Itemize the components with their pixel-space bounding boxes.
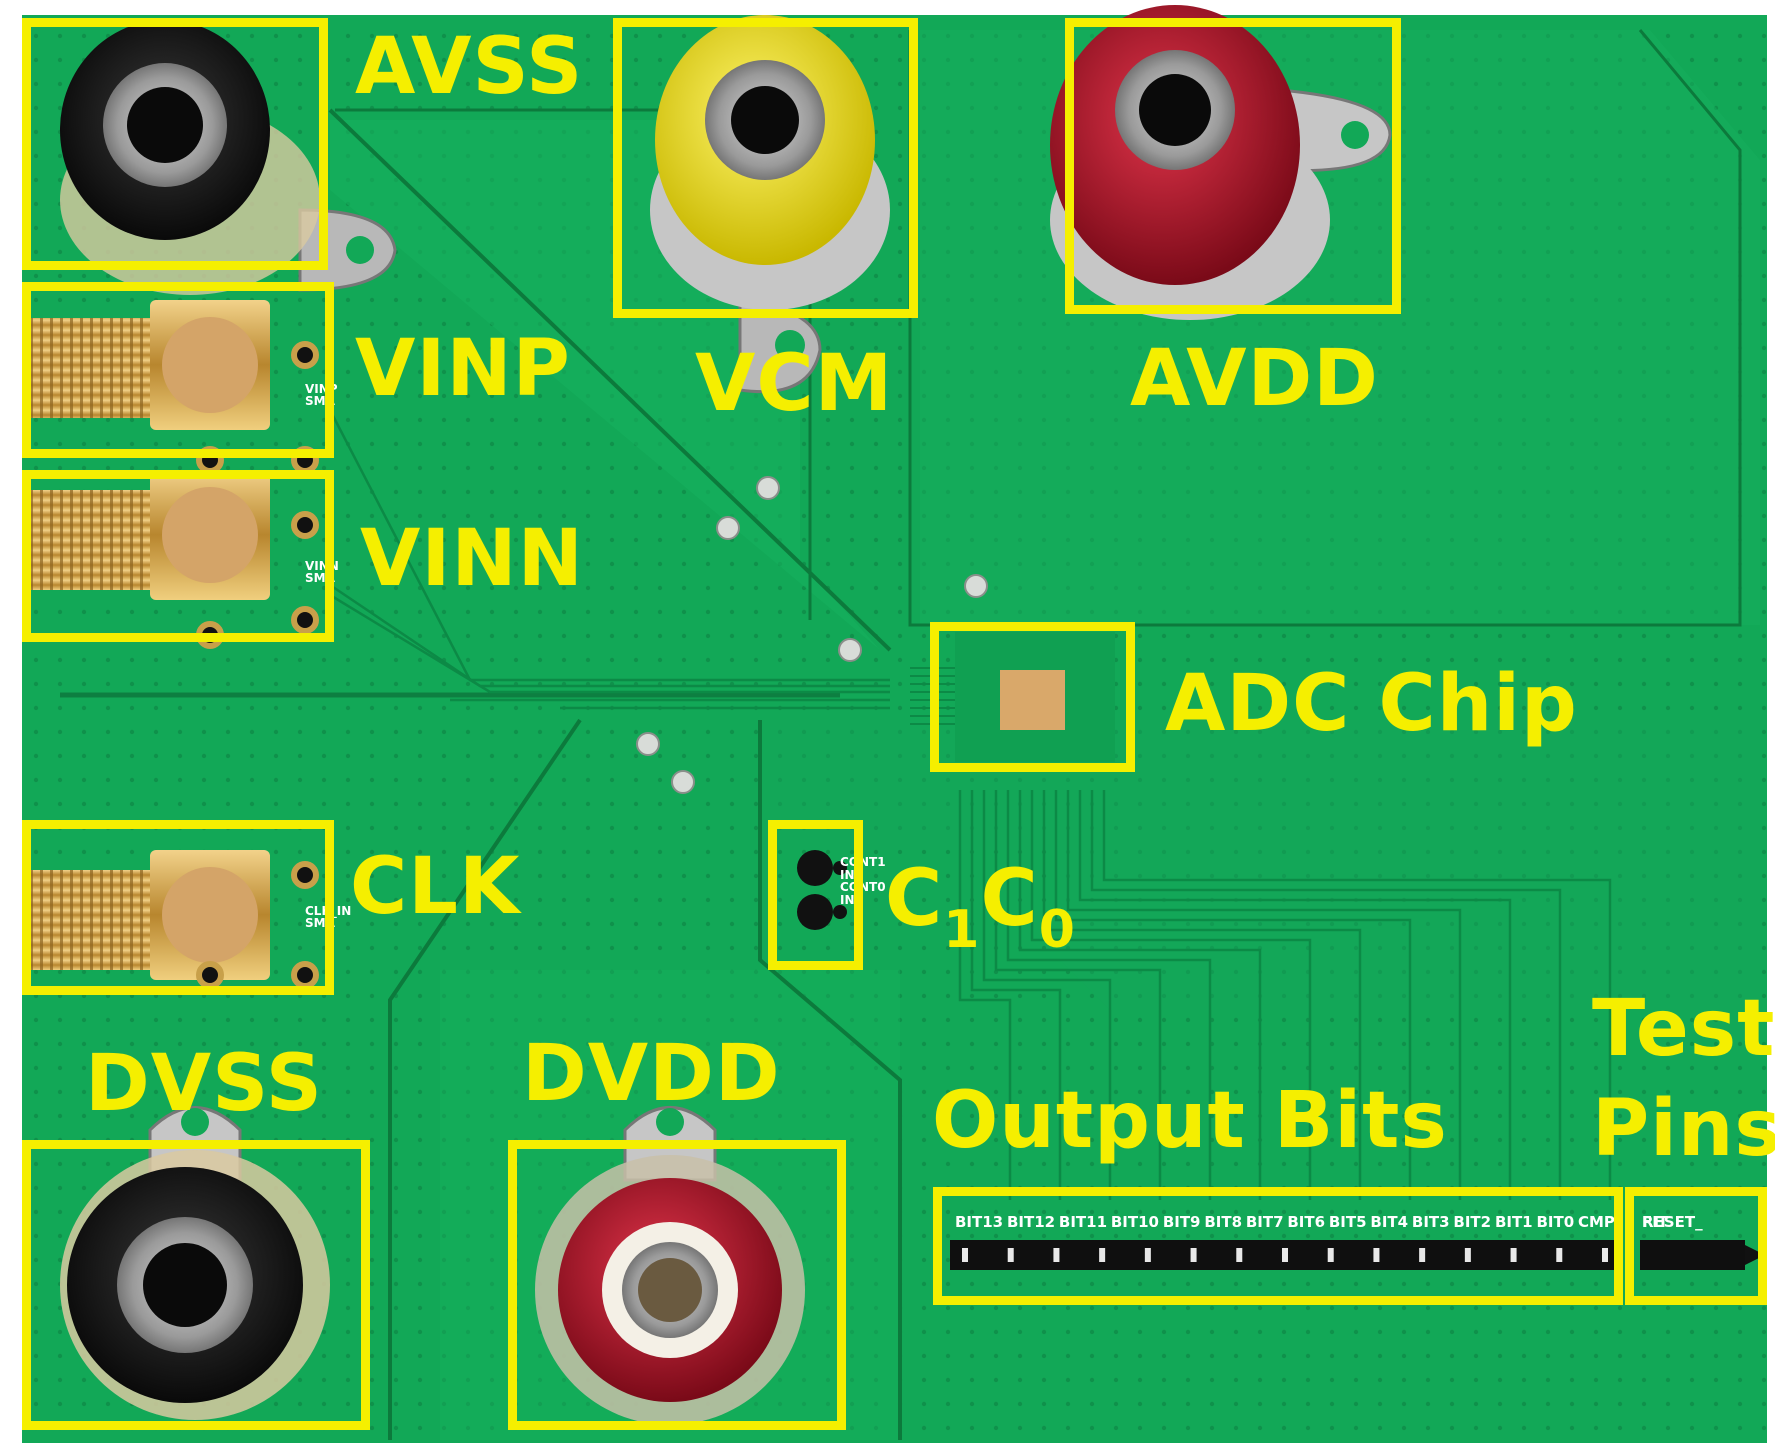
dvdd-box (508, 1140, 846, 1430)
header-pin (1510, 1248, 1517, 1262)
c1-c0-box (768, 820, 863, 970)
vinn-label: VINN (360, 514, 584, 604)
header-pin (1419, 1248, 1426, 1262)
bit-silkscreen-label: BIT1 (1494, 1213, 1533, 1231)
bit-silkscreen-label: BIT6 (1287, 1213, 1326, 1231)
test-header (1640, 1240, 1765, 1270)
header-pin (1602, 1248, 1608, 1262)
bit-silkscreen-label: BIT2 (1453, 1213, 1492, 1231)
clk-sma (25, 850, 319, 989)
header-pin (1373, 1248, 1380, 1262)
bit-silkscreen-label: BIT11 (1058, 1213, 1108, 1231)
avdd-box (1065, 18, 1401, 314)
bit-silkscreen-label: BIT5 (1328, 1213, 1367, 1231)
bit-silkscreen-label: BIT12 (1006, 1213, 1056, 1231)
header-pin (1007, 1248, 1014, 1262)
vinn-sma (25, 470, 319, 649)
c0-label: C (980, 854, 1039, 944)
header-pin (1053, 1248, 1060, 1262)
output-header (950, 1240, 1620, 1270)
header-pin (1556, 1248, 1563, 1262)
bit-silkscreen-label: BIT3 (1411, 1213, 1450, 1231)
bit-silkscreen-label: BIT0 (1536, 1213, 1575, 1231)
clk-label: CLK (350, 842, 521, 932)
vinp-box (22, 282, 334, 458)
avss-label: AVSS (355, 22, 584, 112)
bit-silkscreen-label: BIT4 (1370, 1213, 1409, 1231)
c1-label: C (885, 854, 944, 944)
dvss-box (22, 1140, 370, 1430)
test-pin-silkscreen: FIT RESET_ (1642, 1213, 1762, 1235)
header-pin (1144, 1248, 1151, 1262)
dvss-jack (60, 1106, 330, 1420)
header-pin (962, 1248, 968, 1262)
dvss-label: DVSS (85, 1039, 323, 1129)
c1-subscript: 1 (943, 900, 981, 960)
dvdd-label: DVDD (522, 1029, 781, 1119)
test-pins-box (1625, 1187, 1767, 1305)
avdd-jack (1050, 5, 1392, 320)
test-pin-label: RESET_ (1642, 1213, 1703, 1231)
adc-chip-box (930, 622, 1135, 772)
bit-silkscreen-label: BIT7 (1245, 1213, 1284, 1231)
header-pin (1327, 1248, 1334, 1262)
test-label: Test (1592, 984, 1775, 1074)
output-bits-box (933, 1187, 1623, 1305)
avdd-label: AVDD (1130, 334, 1379, 424)
test-pin-label: FIT (1642, 1213, 1669, 1231)
bit-silkscreen-label: BIT13 (955, 1213, 1004, 1231)
header-pin (1282, 1248, 1288, 1262)
bit-silkscreen-label: BIT10 (1110, 1213, 1159, 1231)
bit-silkscreen-label: CMP (1577, 1213, 1615, 1231)
c1-c0-jumpers (797, 850, 847, 930)
header-pin (1190, 1248, 1197, 1262)
clk-box (22, 820, 334, 995)
vinp-label: VINP (355, 324, 571, 414)
header-pin (1464, 1248, 1471, 1262)
c-silk-4: IN (840, 892, 855, 907)
bit-silkscreen-label: BIT8 (1204, 1213, 1243, 1231)
vinp-sma (25, 300, 319, 474)
c-silk-2: IN (840, 867, 855, 882)
c0-subscript: 0 (1038, 900, 1076, 960)
pins-label: Pins (1592, 1084, 1775, 1174)
vcm-label: VCM (695, 339, 894, 429)
vcm-jack (650, 15, 890, 394)
vinn-box (22, 470, 334, 642)
c1-c0-label: C1C0 (885, 860, 1076, 956)
vcm-box (613, 18, 918, 318)
avss-box (22, 18, 328, 270)
adc-chip-label: ADC Chip (1165, 659, 1578, 749)
adc-chip (910, 632, 1115, 762)
avss-jack (60, 20, 397, 295)
bit-silkscreen-label: BIT9 (1162, 1213, 1201, 1231)
dvdd-jack (535, 1106, 805, 1425)
header-pin (1099, 1248, 1106, 1262)
header-pin (1236, 1248, 1243, 1262)
output-bits-label: Output Bits (932, 1076, 1448, 1166)
